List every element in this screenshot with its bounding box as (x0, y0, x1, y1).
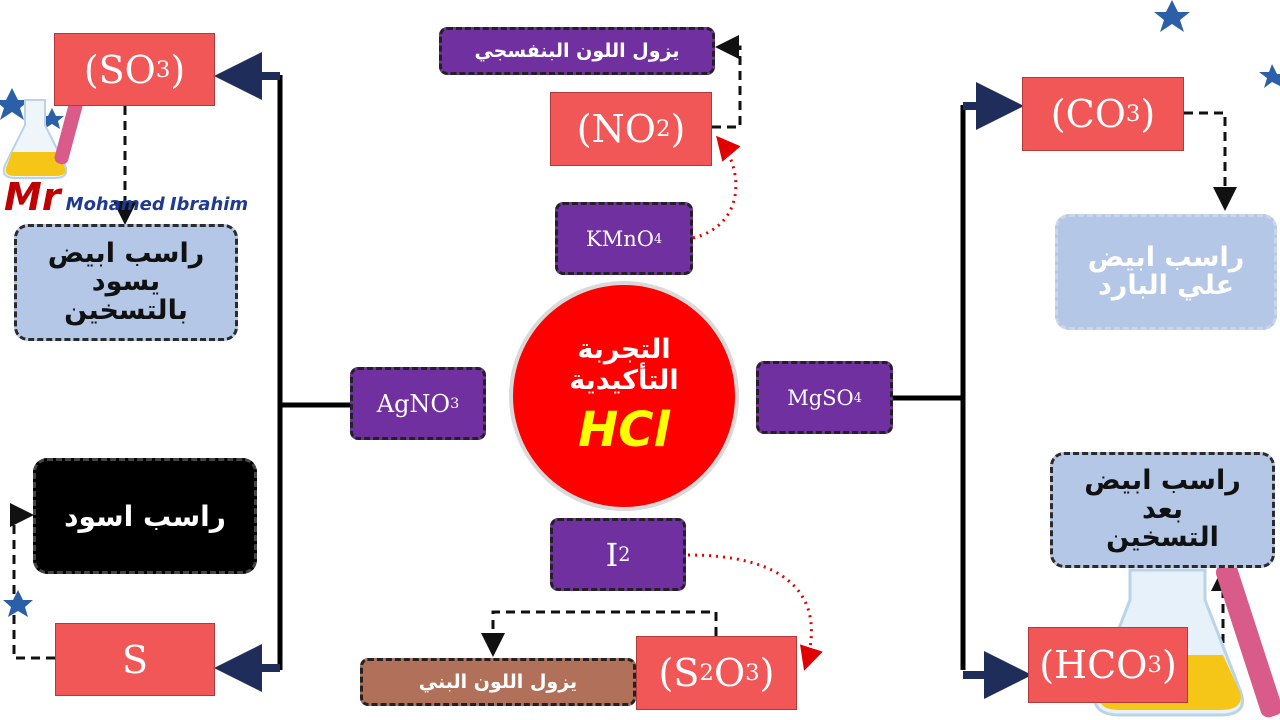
co3-result-line1: راسب ابيض (1087, 241, 1245, 273)
so3-result-box: راسب ابيض يسود بالتسخين (14, 224, 238, 341)
co3-result-line2: علي البارد (1097, 270, 1235, 301)
s-result-text: راسب اسود (64, 499, 226, 533)
beaker-decoration (2, 95, 84, 179)
kmno4-subscript: 4 (653, 231, 662, 246)
hco3-subscript: 3 (1147, 652, 1162, 678)
hco3-result-line2: بعد (1142, 493, 1183, 525)
so3-subscript: 3 (155, 56, 171, 83)
i2-label: I (605, 535, 619, 574)
agno3-subscript: 3 (450, 395, 460, 412)
co3-label: CO (1065, 92, 1126, 136)
no2-result-text: يزول اللون البنفسجي (474, 40, 680, 62)
mgso4-subscript: 4 (853, 390, 862, 405)
circle-title-line2: التأكيدية (569, 365, 679, 396)
hco3-result-line3: التسخين (1106, 522, 1219, 554)
so3-result-line1: راسب ابيض (47, 237, 205, 269)
no2-label: NO (591, 107, 656, 151)
s-label: S (121, 637, 149, 682)
s2o3-result-box: يزول اللون البني (360, 658, 636, 706)
so3-result-line2: يسود (91, 266, 161, 298)
hco3-result-box: راسب ابيض بعد التسخين (1050, 452, 1275, 568)
co3-result-box: راسب ابيض علي البارد (1055, 214, 1277, 330)
co3-subscript: 3 (1125, 101, 1141, 127)
logo-last-name: Ibrahim (169, 194, 249, 215)
s2o3-s-subscript: 2 (699, 660, 714, 686)
no2-subscript: 2 (655, 116, 671, 142)
hco3-label: HCO (1054, 643, 1148, 687)
s2o3-o-subscript: 3 (745, 660, 760, 686)
so3-label: SO (98, 47, 156, 92)
s-box: S (55, 623, 215, 696)
mgso4-label: MgSO (787, 385, 854, 410)
dotted-curves (687, 135, 823, 671)
s-result-box: راسب اسود (33, 458, 257, 574)
logo-first-name: Mohamed (65, 194, 165, 215)
s2o3-s: S (673, 651, 700, 695)
confirmatory-test-circle: التجربة التأكيدية HCl (513, 285, 735, 507)
agno3-label: AgNO (376, 389, 451, 418)
logo: Mr Mohamed Ibrahim (4, 175, 254, 219)
circle-title-line1: التجربة (577, 333, 671, 365)
left-bracket (214, 52, 350, 692)
logo-mr: Mr (4, 175, 61, 219)
so3-result-line3: بالتسخين (64, 294, 188, 326)
hco3-result-line1: راسب ابيض (1084, 465, 1241, 497)
right-bracket (893, 82, 1032, 699)
kmno4-label: KMnO (586, 226, 654, 251)
s2o3-result-text: يزول اللون البني (418, 671, 578, 693)
s2o3-o: O (713, 651, 746, 695)
no2-result-box: يزول اللون البنفسجي (439, 27, 715, 75)
i2-subscript: 2 (618, 543, 631, 566)
circle-reagent: HCl (578, 402, 670, 459)
